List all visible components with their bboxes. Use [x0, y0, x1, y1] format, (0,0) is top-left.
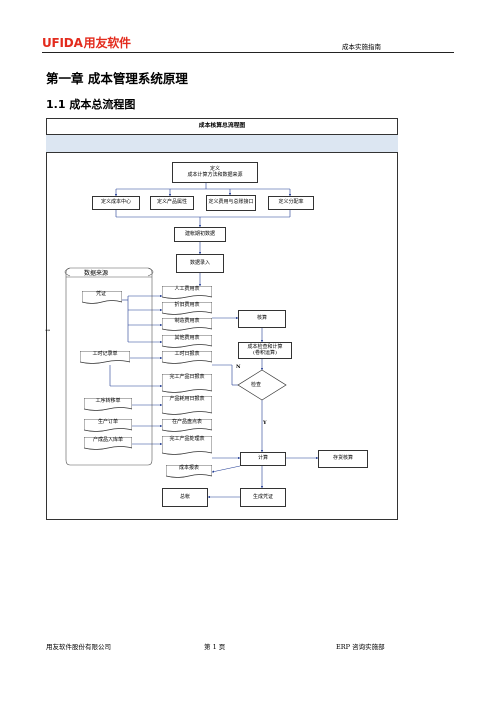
calculate-box: 计算	[240, 452, 286, 466]
data-entry-box: 数据录入	[176, 254, 224, 273]
expense-table-doc: 完工产品日报表	[162, 374, 212, 394]
expense-table-doc: 产品耗用日报表	[162, 396, 212, 416]
generate-voucher-box: 生成凭证	[240, 488, 286, 507]
expense-table-label: 其他费用表	[174, 335, 200, 341]
header-divider	[42, 52, 454, 53]
company-logo: UFIDA用友软件	[42, 34, 131, 51]
cost-calc-line1: 成本检查和计算	[247, 343, 283, 350]
process-transfer-doc: 工序转移单	[84, 398, 132, 412]
expense-table-doc: 其他费用表	[162, 335, 212, 349]
expense-table-label: 完工产品处理表	[169, 436, 205, 442]
side-arrow-mark: →	[45, 327, 51, 334]
define-method-line2: 成本计算方法和数据来源	[187, 171, 243, 178]
accounting-box: 核算	[238, 310, 286, 328]
work-hours-record-doc: 工时记录单	[80, 351, 130, 365]
expense-table-doc: 人工费用表	[162, 286, 212, 300]
expense-table-label: 制造费用表	[174, 318, 200, 324]
expense-table-label: 在产品盘点表	[171, 419, 202, 425]
process-transfer-label: 工序转移单	[95, 398, 121, 404]
expense-table-doc: 制造费用表	[162, 318, 212, 332]
flowchart-band	[46, 135, 398, 153]
production-order-label: 生产订单	[97, 419, 118, 425]
check-label: 检查	[251, 382, 262, 388]
voucher-doc: 凭证	[82, 291, 122, 305]
inventory-accounting-box: 存货核算	[318, 450, 368, 468]
general-ledger-box: 总帐	[162, 488, 208, 507]
data-source-title: 数据来源	[84, 270, 109, 277]
no-branch-mark: N	[236, 364, 241, 370]
expense-table-doc: 完工产品处理表	[162, 436, 212, 456]
expense-table-label: 完工产品日报表	[169, 374, 205, 380]
footer-department: ERP 咨询实施部	[336, 643, 385, 651]
product-inbound-label: 产成品入库单	[92, 437, 123, 443]
cost-calc-box: 成本检查和计算 (卷积运算)	[238, 342, 292, 359]
define-product-attr-box: 定义产品属性	[150, 196, 194, 210]
expense-table-label: 人工费用表	[174, 286, 200, 292]
footer-page-number: 第 1 页	[204, 643, 226, 651]
define-allocation-rate-box: 定义分配率	[268, 196, 314, 210]
cost-calc-line2: (卷积运算)	[253, 349, 277, 356]
expense-table-doc: 折旧费用表	[162, 302, 212, 316]
flowchart-frame	[46, 118, 398, 520]
production-order-doc: 生产订单	[84, 419, 132, 433]
yes-branch-mark: Y	[263, 420, 267, 426]
define-cost-center-box: 定义成本中心	[92, 196, 140, 210]
flowchart-title: 成本核算总流程图	[46, 118, 398, 135]
cost-report-label: 成本报表	[178, 465, 199, 471]
expense-table-label: 产品耗用日报表	[169, 396, 205, 402]
footer-company: 用友软件股份有限公司	[46, 643, 111, 651]
period-start-data-box: 建帐期初数据	[174, 227, 226, 242]
voucher-label: 凭证	[96, 291, 107, 297]
define-method-line1: 定义	[209, 165, 220, 172]
chapter-title: 第一章 成本管理系统原理	[46, 71, 188, 86]
define-gl-interface-box: 定义费用与总账接口	[206, 195, 256, 211]
expense-table-doc: 在产品盘点表	[162, 419, 212, 433]
document-title: 成本实施指南	[342, 43, 381, 51]
cost-report-doc: 成本报表	[166, 465, 212, 479]
expense-table-doc: 工时日报表	[162, 351, 212, 365]
section-title: 1.1 成本总流程图	[46, 98, 136, 111]
expense-table-label: 工时日报表	[174, 351, 200, 357]
expense-table-label: 折旧费用表	[174, 302, 200, 308]
logo-brand: UFIDA	[42, 36, 83, 50]
define-method-box: 定义 成本计算方法和数据来源	[172, 162, 258, 183]
logo-cn: 用友软件	[83, 36, 131, 50]
work-hours-record-label: 工时记录单	[92, 351, 118, 357]
product-inbound-doc: 产成品入库单	[84, 437, 132, 451]
